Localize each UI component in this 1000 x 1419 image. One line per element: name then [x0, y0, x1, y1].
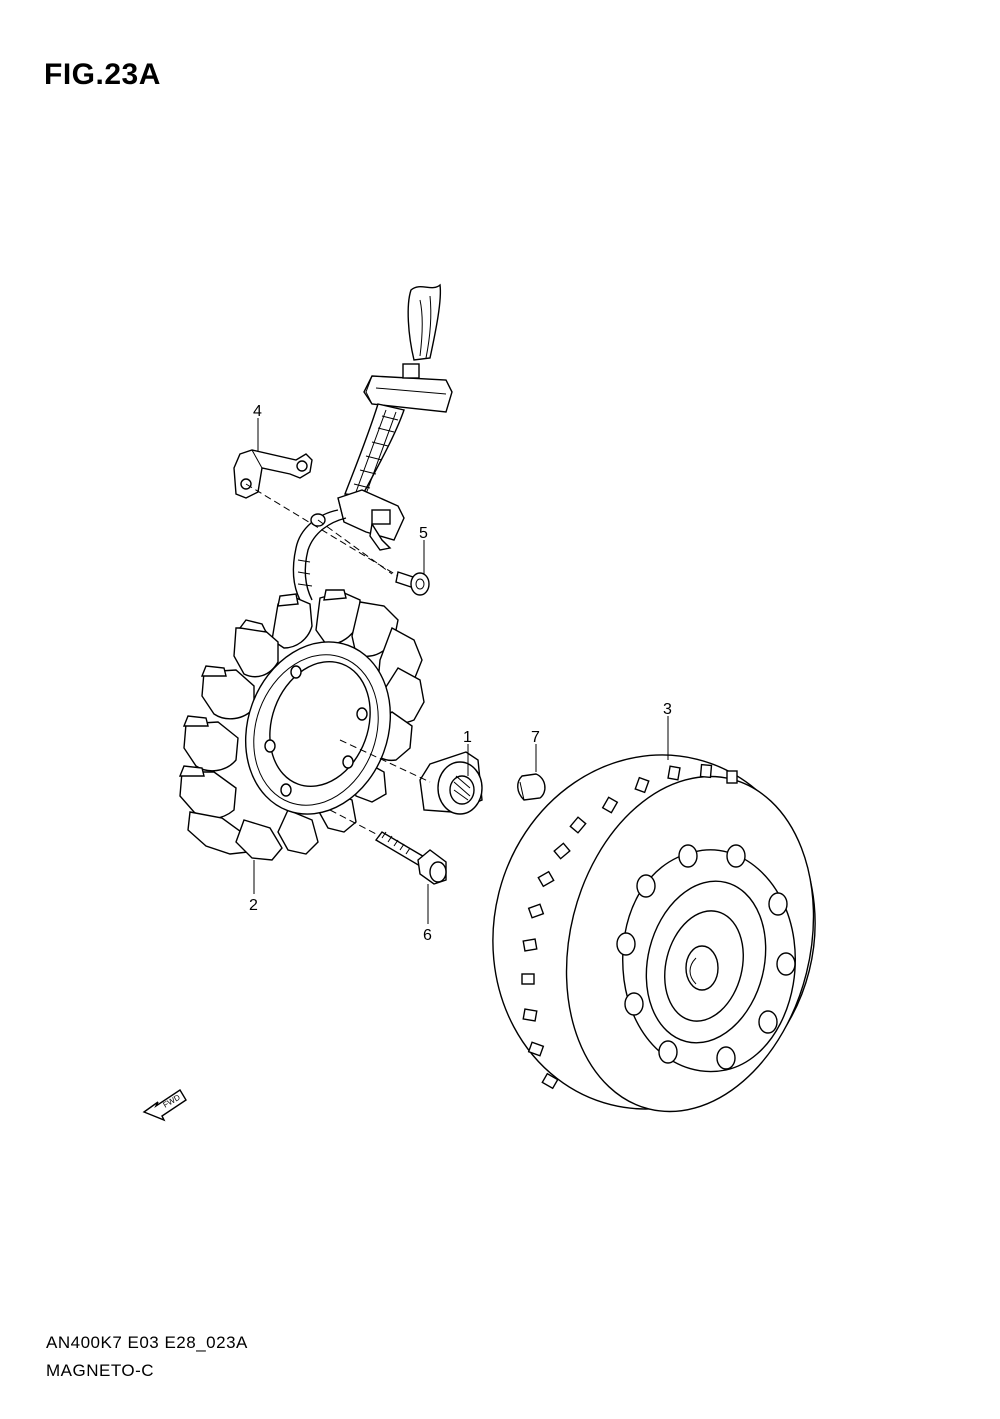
magneto-rotor: [492, 754, 816, 1113]
callout-1: 1: [463, 729, 472, 746]
wire-harness: [292, 283, 453, 601]
fwd-arrow-icon: FWD: [142, 1089, 187, 1122]
sensor-bolt: [395, 571, 430, 596]
callout-4: 4: [253, 403, 262, 420]
stator-coil: [178, 589, 425, 861]
callout-3: 3: [663, 701, 672, 718]
figure-code: AN400K7 E03 E28_023A: [46, 1333, 248, 1352]
woodruff-key: [517, 773, 546, 801]
stator-bolt: [374, 831, 447, 885]
assembly-lines: [245, 483, 431, 837]
figure-title: FIG.23A: [44, 58, 161, 91]
callout-2: 2: [249, 897, 258, 914]
figure-name: MAGNETO-C: [46, 1361, 155, 1380]
callout-7: 7: [531, 729, 540, 746]
clamp-bracket: [233, 449, 313, 499]
callout-leaders: [253, 418, 669, 924]
callout-5: 5: [419, 525, 428, 542]
flange-nut: [419, 751, 483, 815]
callout-6: 6: [423, 927, 432, 944]
